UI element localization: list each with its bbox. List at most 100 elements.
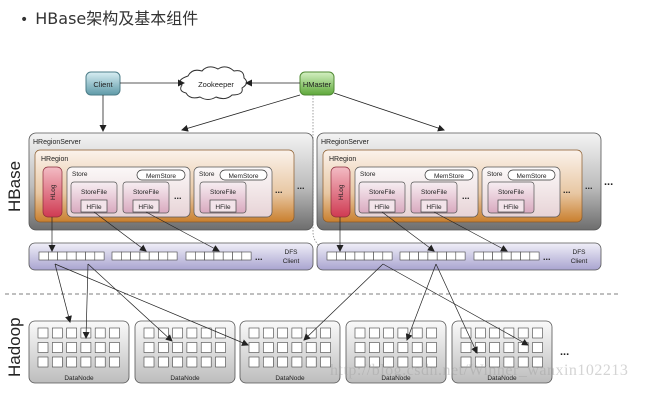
data-block <box>532 342 543 353</box>
dfs-block <box>501 251 512 261</box>
data-block <box>426 327 437 339</box>
data-block <box>109 327 120 339</box>
data-block <box>354 327 366 339</box>
dfs-block <box>335 251 346 261</box>
data-block <box>397 356 409 368</box>
dfs-client-label-line2: Client <box>571 258 588 265</box>
hlog-label: HLog <box>50 184 57 200</box>
data-block <box>66 356 77 368</box>
data-block <box>460 356 472 368</box>
storefile-label: StoreFile <box>498 189 524 196</box>
data-block <box>532 356 543 368</box>
data-block <box>172 327 183 339</box>
dfs-block <box>85 251 96 261</box>
storefile-more-ellipsis: ... <box>174 191 182 201</box>
data-block <box>262 356 274 368</box>
dfs-block <box>473 251 484 261</box>
dfs-block <box>382 251 393 261</box>
storefile-label: StoreFile <box>81 189 107 196</box>
data-block <box>94 327 106 339</box>
data-block <box>186 356 198 368</box>
arrow-hmaster-server2 <box>333 92 445 132</box>
data-block <box>532 327 543 339</box>
data-block <box>109 356 120 368</box>
region-more-ellipsis: ... <box>585 181 593 191</box>
data-block <box>215 342 226 353</box>
data-block <box>186 342 198 353</box>
region-label: HRegion <box>329 156 356 163</box>
datanode-label: DataNode <box>487 375 517 382</box>
storefile-label: StoreFile <box>133 189 159 196</box>
datanode: DataNode <box>239 320 341 384</box>
data-block <box>172 342 183 353</box>
data-block <box>411 342 423 353</box>
arrow-hfile-dfs <box>93 211 147 252</box>
arrow-hfile-dfs <box>381 211 435 252</box>
data-block <box>51 342 63 353</box>
data-block <box>291 342 303 353</box>
data-block <box>489 327 500 339</box>
dfs-block <box>185 251 196 261</box>
dfs-block <box>38 251 49 261</box>
memstore-box <box>136 169 186 181</box>
data-block <box>354 356 366 368</box>
memstore-label: MemStore <box>434 173 464 180</box>
storefile-more-ellipsis: ... <box>462 191 470 201</box>
arrow-hfile-dfs <box>145 211 220 252</box>
data-block <box>37 342 49 353</box>
arrow-hmaster-server1 <box>181 94 301 132</box>
dfs-block <box>399 251 410 261</box>
dfs-block <box>222 251 233 261</box>
dfs-block <box>418 251 429 261</box>
arrow-hfile-dfs <box>433 211 508 252</box>
region-label: HRegion <box>41 156 68 163</box>
data-block <box>248 327 260 339</box>
data-block <box>172 356 183 368</box>
datanode: DataNode <box>451 320 553 384</box>
memstore-box <box>424 169 474 181</box>
store-label: Store <box>72 171 88 178</box>
datanode-label: DataNode <box>170 375 200 382</box>
datanode: DataNode <box>28 320 130 384</box>
dfs-block <box>492 251 503 261</box>
dfs-block <box>529 251 540 261</box>
data-block <box>291 327 303 339</box>
data-block <box>503 342 515 353</box>
memstore-box <box>219 169 268 181</box>
dfs-block <box>148 251 159 261</box>
data-block <box>503 356 515 368</box>
dfs-block <box>373 251 384 261</box>
data-block <box>474 342 486 353</box>
dfs-block <box>167 251 178 261</box>
dfs-block <box>354 251 365 261</box>
bullet: • <box>20 12 29 28</box>
data-block <box>411 327 423 339</box>
datanode: DataNode <box>134 320 236 384</box>
data-block <box>320 342 331 353</box>
dfs-block <box>66 251 77 261</box>
data-block <box>37 327 49 339</box>
dfs-client-label-line2: Client <box>283 258 300 265</box>
data-block <box>51 356 63 368</box>
data-block <box>474 356 486 368</box>
dfs-block <box>446 251 457 261</box>
hlog-box <box>330 166 351 218</box>
data-block <box>320 356 331 368</box>
data-block <box>200 356 212 368</box>
data-block <box>368 327 380 339</box>
dfs-block <box>510 251 521 261</box>
dfs-block <box>111 251 122 261</box>
data-block <box>143 356 155 368</box>
data-block <box>368 342 380 353</box>
cloud-icon <box>179 66 248 100</box>
hfile-box <box>497 199 525 213</box>
dfs-block <box>94 251 105 261</box>
data-block <box>460 342 472 353</box>
data-block <box>517 356 529 368</box>
data-block <box>517 327 529 339</box>
storefile-label: StoreFile <box>369 189 395 196</box>
memstore-label: MemStore <box>517 173 547 180</box>
data-block <box>383 342 394 353</box>
